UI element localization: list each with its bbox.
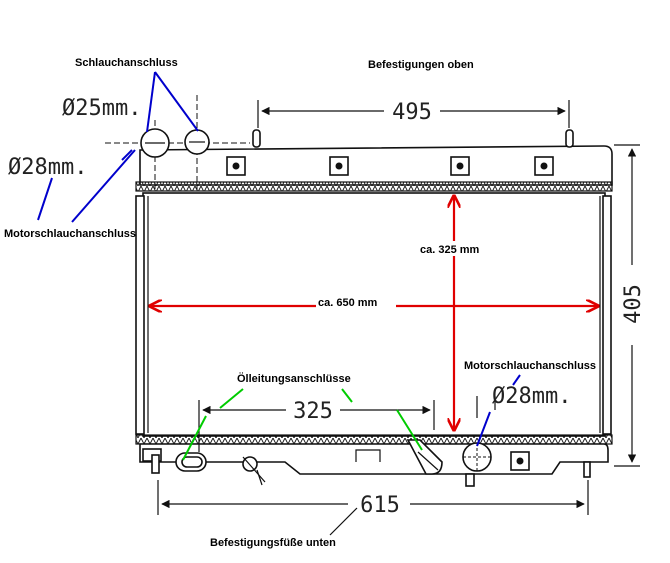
mount-tab [534,156,554,176]
oil-fitting-right [406,439,443,475]
dimension-bottom-615: 615 [157,480,589,518]
hose-diameter-25: Ø25mm. [62,96,141,121]
drain-plug [242,456,266,486]
dimension-oil-325: 325 [198,399,435,452]
width-note: ca. 650 mm [318,297,378,309]
height-note: ca. 325 mm [420,244,480,256]
label-befestigungen-oben: Befestigungen oben [368,59,474,71]
dimension-495-value: 495 [392,100,432,125]
radiator-core [135,192,612,437]
mount-tab [226,156,246,176]
dimension-615-value: 615 [360,493,400,518]
hose-diameter-28-left: Ø28mm. [8,155,87,180]
bottom-hose-connector [462,396,496,472]
dimension-405-value: 405 [621,284,646,324]
dimension-height-405: 405 [614,144,646,467]
top-tank [135,129,613,192]
feet-leader [329,507,358,536]
label-motorschlauchanschluss-left: Motorschlauchanschluss [4,228,136,240]
mount-tab [450,156,470,176]
bottom-tank [135,396,613,487]
dimension-top-495: 495 [257,100,570,128]
oil-fitting-left [175,452,207,472]
hose-diameter-28-right: Ø28mm. [492,384,571,409]
dimension-325-value: 325 [293,399,333,424]
top-hose-connectors [105,95,250,190]
label-motorschlauchanschluss-right: Motorschlauchanschluss [464,360,596,372]
label-oelleitungsanschluesse: Ölleitungsanschlüsse [237,372,351,385]
blue-leaders [37,71,521,447]
label-befestigungsfuesse-unten: Befestigungsfüße unten [210,537,336,549]
label-schlauchanschluss: Schlauchanschluss [75,57,178,69]
green-leaders [182,388,423,461]
mount-tab [329,156,349,176]
